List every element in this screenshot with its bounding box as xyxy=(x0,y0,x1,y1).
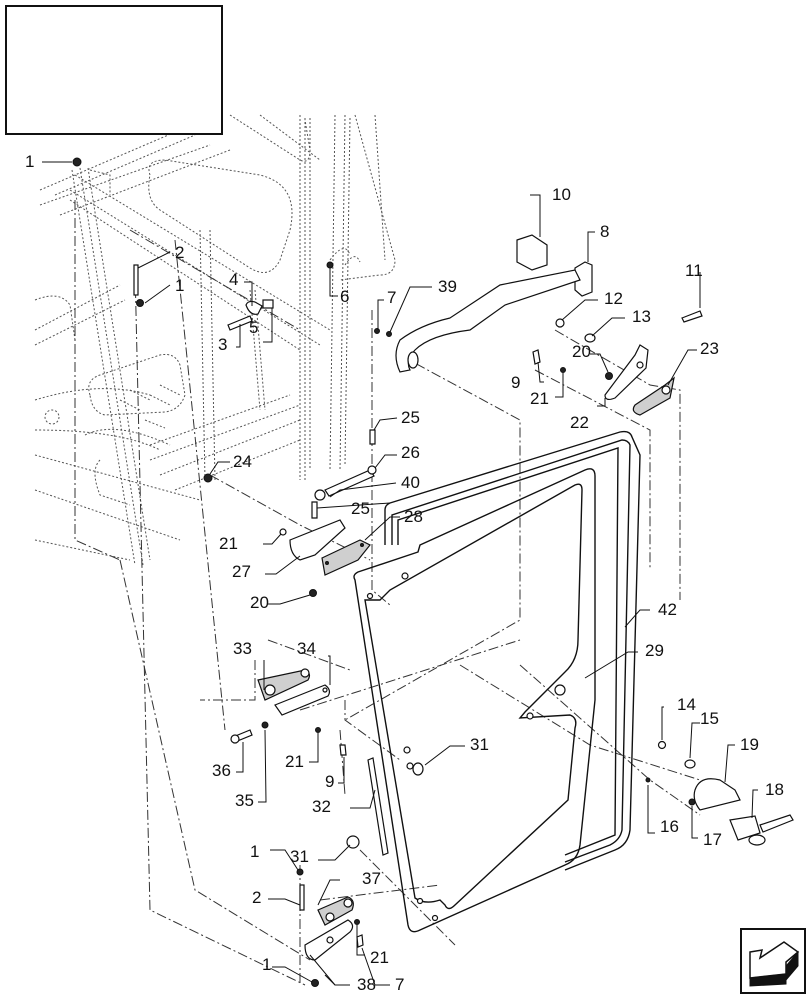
callout-9: 9 xyxy=(325,772,334,791)
callout-9: 9 xyxy=(511,373,520,392)
next-page-button[interactable] xyxy=(740,928,806,994)
callout-14: 14 xyxy=(677,695,696,714)
title-block xyxy=(5,5,223,135)
callout-32: 32 xyxy=(312,797,331,816)
callout-1: 1 xyxy=(262,955,271,974)
callout-22: 22 xyxy=(570,413,589,432)
callout-21: 21 xyxy=(285,752,304,771)
callout-13: 13 xyxy=(632,307,651,326)
callout-1: 1 xyxy=(175,276,184,295)
callout-19: 19 xyxy=(740,735,759,754)
callout-37: 37 xyxy=(362,869,381,888)
leader-lines xyxy=(42,161,758,986)
callout-6: 6 xyxy=(340,287,349,306)
callout-26: 26 xyxy=(401,443,420,462)
callout-17: 17 xyxy=(703,830,722,849)
callout-38: 38 xyxy=(357,975,376,994)
parts xyxy=(72,157,794,987)
callout-3: 3 xyxy=(218,335,227,354)
callout-18: 18 xyxy=(765,780,784,799)
callout-1: 1 xyxy=(250,842,259,861)
callout-33: 33 xyxy=(233,639,252,658)
callout-11: 11 xyxy=(685,261,703,280)
assembly-lines xyxy=(74,200,701,986)
callout-15: 15 xyxy=(700,709,719,728)
callout-21: 21 xyxy=(370,948,389,967)
callout-35: 35 xyxy=(235,791,254,810)
callout-23: 23 xyxy=(700,339,719,358)
arrow-bottom-left-icon xyxy=(749,941,800,987)
callout-8: 8 xyxy=(600,222,609,241)
callout-21: 21 xyxy=(530,389,549,408)
callout-10: 10 xyxy=(552,185,571,204)
callout-1: 1 xyxy=(25,152,34,171)
callout-labels: 1 2 1 4 5 3 6 7 39 10 8 12 13 11 20 9 21… xyxy=(25,152,784,994)
callout-24: 24 xyxy=(233,452,252,471)
callout-25: 25 xyxy=(401,408,420,427)
callout-20: 20 xyxy=(250,593,269,612)
cab-frame-background xyxy=(34,114,396,566)
callout-21: 21 xyxy=(219,534,238,553)
door-panel xyxy=(353,430,641,933)
callout-2: 2 xyxy=(252,888,261,907)
callout-31: 31 xyxy=(290,847,309,866)
callout-20: 20 xyxy=(572,342,591,361)
callout-34: 34 xyxy=(297,639,316,658)
callout-5: 5 xyxy=(249,318,258,337)
callout-42: 42 xyxy=(658,600,677,619)
callout-25: 25 xyxy=(351,499,370,518)
callout-39: 39 xyxy=(438,277,457,296)
callout-12: 12 xyxy=(604,289,623,308)
callout-36: 36 xyxy=(212,761,231,780)
callout-27: 27 xyxy=(232,562,251,581)
callout-4: 4 xyxy=(229,270,238,289)
callout-16: 16 xyxy=(660,817,679,836)
callout-31: 31 xyxy=(470,735,489,754)
callout-40: 40 xyxy=(401,473,420,492)
callout-2: 2 xyxy=(175,243,184,262)
callout-7: 7 xyxy=(395,975,404,994)
callout-7: 7 xyxy=(387,288,396,307)
callout-29: 29 xyxy=(645,641,664,660)
callout-28: 28 xyxy=(404,507,423,526)
